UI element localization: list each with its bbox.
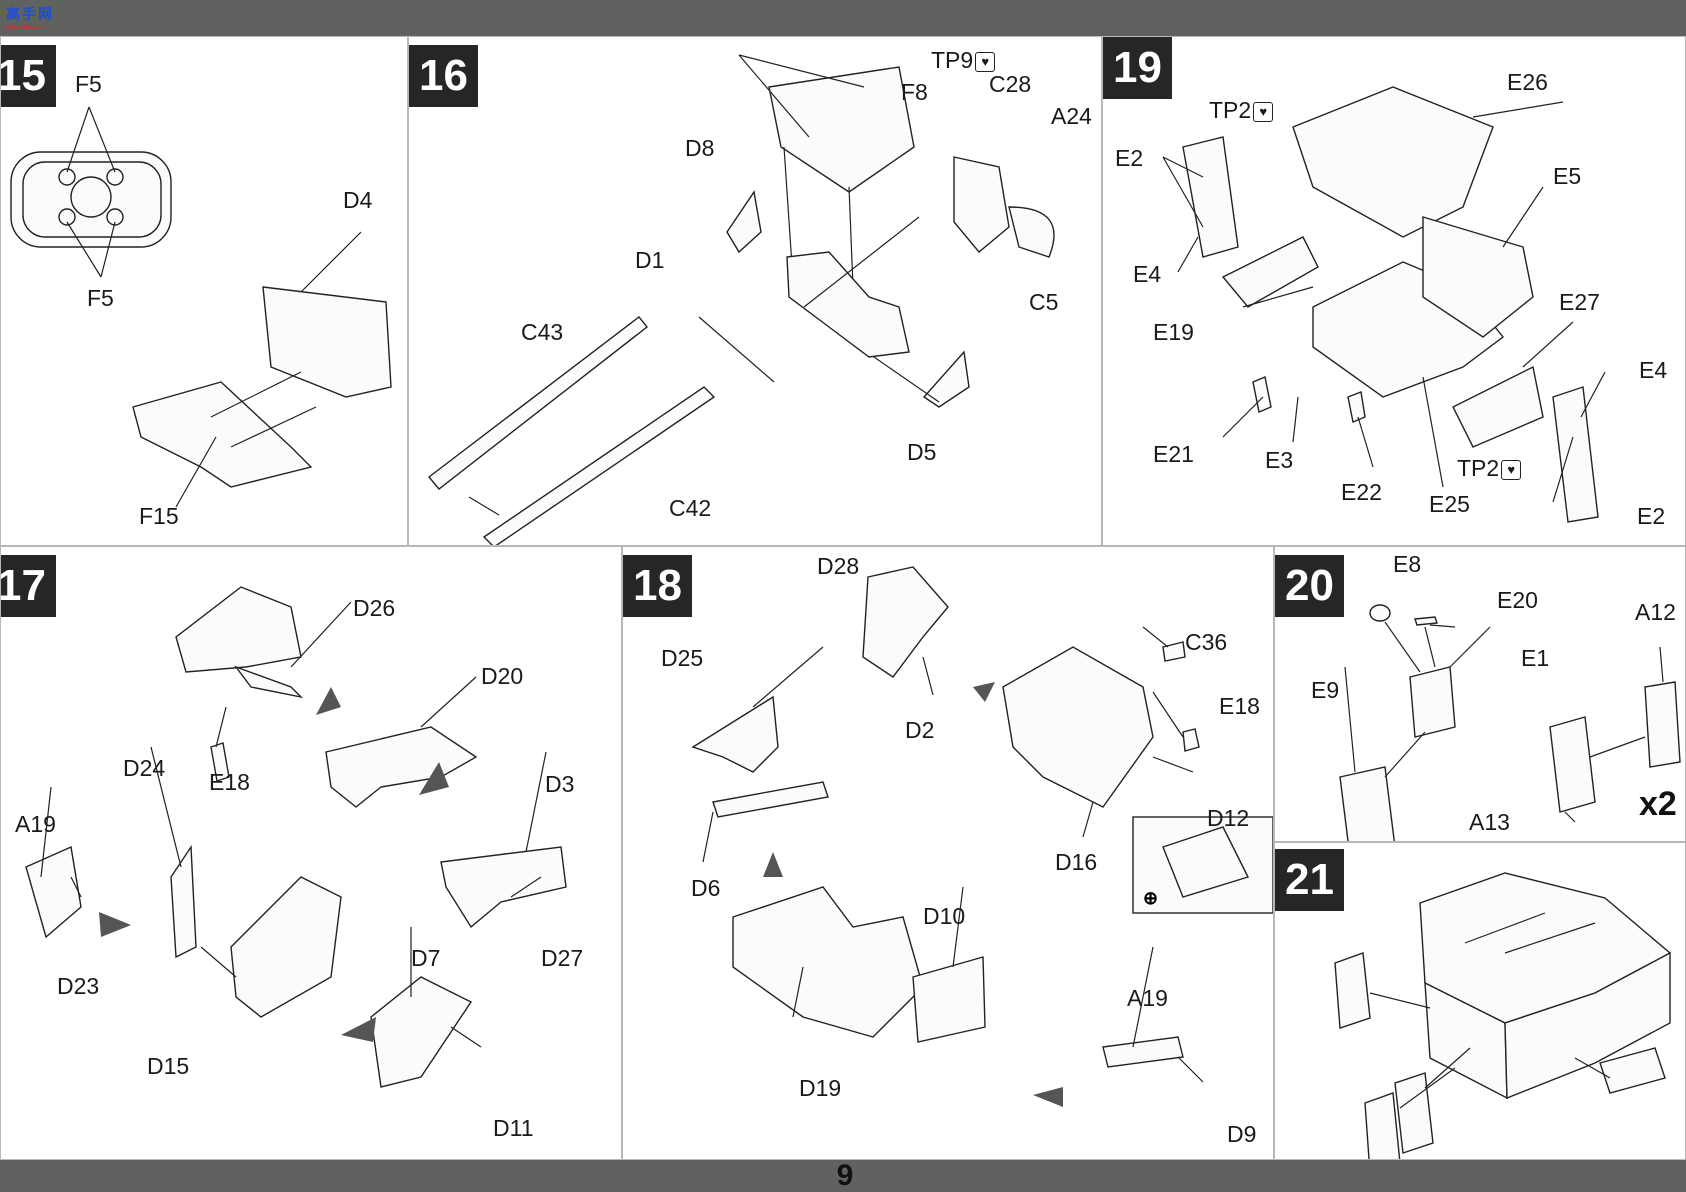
step-16-diagram bbox=[427, 54, 1055, 545]
page-number: 9 bbox=[820, 1160, 870, 1192]
part-label-e4-right: E4 bbox=[1639, 357, 1668, 383]
part-label-c36: C36 bbox=[1185, 629, 1228, 655]
part-label-e19: E19 bbox=[1153, 319, 1194, 345]
step-21-panel: 21 bbox=[1274, 842, 1686, 1160]
watermark-brand: 高手网 bbox=[6, 6, 54, 22]
step-number: 20 bbox=[1275, 555, 1344, 617]
part-label-d11: D11 bbox=[493, 1115, 534, 1141]
step-17-diagram bbox=[25, 586, 567, 1088]
step-number: 18 bbox=[623, 555, 692, 617]
part-label-c43: C43 bbox=[521, 319, 564, 345]
part-label-e22: E22 bbox=[1341, 479, 1382, 505]
tp9-text: TP9 bbox=[931, 47, 974, 73]
part-label-d9: D9 bbox=[1227, 1121, 1257, 1147]
step-19-panel: 19 E26 TP2♥ E2 E5 E4 E19 E27 E4 E21 E3 E… bbox=[1102, 36, 1686, 546]
part-label-f5-bottom: F5 bbox=[87, 285, 114, 311]
part-label-d26: D26 bbox=[353, 595, 396, 621]
part-label-e4-left: E4 bbox=[1133, 261, 1162, 287]
photo-etch-icon: ♥ bbox=[1501, 459, 1522, 480]
watermark-logo: 高手网 gao-shou.com bbox=[6, 4, 70, 34]
part-label-d2: D2 bbox=[905, 717, 935, 743]
tp2-top-text: TP2 bbox=[1209, 97, 1252, 123]
part-label-e26: E26 bbox=[1507, 69, 1548, 95]
photo-etch-icon: ♥ bbox=[1253, 101, 1274, 122]
part-label-f8: F8 bbox=[901, 79, 928, 105]
part-label-d10: D10 bbox=[923, 903, 966, 929]
part-label-e27: E27 bbox=[1559, 289, 1600, 315]
part-label-d16: D16 bbox=[1055, 849, 1098, 875]
step-15-panel: 15 F5 F5 D4 F15 bbox=[0, 36, 408, 546]
part-label-d28: D28 bbox=[817, 553, 860, 579]
part-label-e20: E20 bbox=[1497, 587, 1538, 613]
step-18-diagram: ⊕ bbox=[691, 566, 1273, 1107]
part-label-tp2-bottom: TP2♥ bbox=[1457, 455, 1522, 481]
step-number: 15 bbox=[1, 45, 56, 107]
part-label-c5: C5 bbox=[1029, 289, 1059, 315]
part-label-d19: D19 bbox=[799, 1075, 842, 1101]
tp2-bottom-text: TP2 bbox=[1457, 455, 1500, 481]
part-label-a24: A24 bbox=[1051, 103, 1092, 129]
part-label-d5: D5 bbox=[907, 439, 937, 465]
part-label-e1: E1 bbox=[1521, 645, 1550, 671]
part-label-e8: E8 bbox=[1393, 551, 1422, 577]
part-label-d8: D8 bbox=[685, 135, 715, 161]
part-label-e3: E3 bbox=[1265, 447, 1294, 473]
part-label-f15: F15 bbox=[139, 503, 179, 529]
multiplier-badge: x2 bbox=[1639, 785, 1677, 823]
part-label-a13: A13 bbox=[1469, 809, 1510, 835]
part-label-e21: E21 bbox=[1153, 441, 1194, 467]
top-bar bbox=[0, 0, 1686, 36]
part-label-tp9: TP9♥ bbox=[931, 47, 996, 73]
part-label-e5: E5 bbox=[1553, 163, 1582, 189]
part-label-c42: C42 bbox=[669, 495, 712, 521]
zoom-icon: ⊕ bbox=[1143, 888, 1158, 908]
part-label-d4: D4 bbox=[343, 187, 373, 213]
part-label-c28: C28 bbox=[989, 71, 1032, 97]
part-label-f5-top: F5 bbox=[75, 71, 102, 97]
part-label-d20: D20 bbox=[481, 663, 524, 689]
part-label-d7: D7 bbox=[411, 945, 441, 971]
part-label-tp2-top: TP2♥ bbox=[1209, 97, 1274, 123]
part-label-e2-right: E2 bbox=[1637, 503, 1666, 529]
step-19-diagram bbox=[1162, 86, 1606, 523]
part-label-e2-left: E2 bbox=[1115, 145, 1144, 171]
part-label-d24: D24 bbox=[123, 755, 166, 781]
part-label-d25: D25 bbox=[661, 645, 704, 671]
part-label-d27: D27 bbox=[541, 945, 584, 971]
step-17-panel: 17 D26 D20 D24 E18 D3 A19 D27 D23 D7 D15… bbox=[0, 546, 622, 1160]
step-21-diagram bbox=[1334, 872, 1672, 1159]
part-label-e25: E25 bbox=[1429, 491, 1470, 517]
part-label-d1: D1 bbox=[635, 247, 665, 273]
part-label-d15: D15 bbox=[147, 1053, 190, 1079]
watermark-site: gao-shou.com bbox=[6, 24, 51, 31]
part-label-e9: E9 bbox=[1311, 677, 1340, 703]
part-label-d23: D23 bbox=[57, 973, 100, 999]
step-16-panel: 16 D8 F8 TP9♥ C28 A24 D1 C5 C43 D5 C42 bbox=[408, 36, 1102, 546]
step-18-panel: ⊕ 18 D28 D25 C36 E18 D2 D12 D16 D6 D10 A… bbox=[622, 546, 1274, 1160]
part-label-e18: E18 bbox=[209, 769, 250, 795]
part-label-a19: A19 bbox=[1127, 985, 1168, 1011]
step-number: 17 bbox=[1, 555, 56, 617]
step-20-panel: 20 E8 E20 A12 E1 E9 A13 x2 bbox=[1274, 546, 1686, 842]
step-number: 21 bbox=[1275, 849, 1344, 911]
part-label-e18: E18 bbox=[1219, 693, 1260, 719]
step-15-diagram bbox=[10, 106, 392, 508]
step-number: 16 bbox=[409, 45, 478, 107]
part-label-d12: D12 bbox=[1207, 805, 1250, 831]
step-number: 19 bbox=[1103, 37, 1172, 99]
part-label-a19: A19 bbox=[15, 811, 56, 837]
photo-etch-icon: ♥ bbox=[975, 51, 996, 72]
part-label-d3: D3 bbox=[545, 771, 575, 797]
step-20-diagram bbox=[1339, 604, 1681, 841]
part-label-d6: D6 bbox=[691, 875, 721, 901]
part-label-a12: A12 bbox=[1635, 599, 1676, 625]
